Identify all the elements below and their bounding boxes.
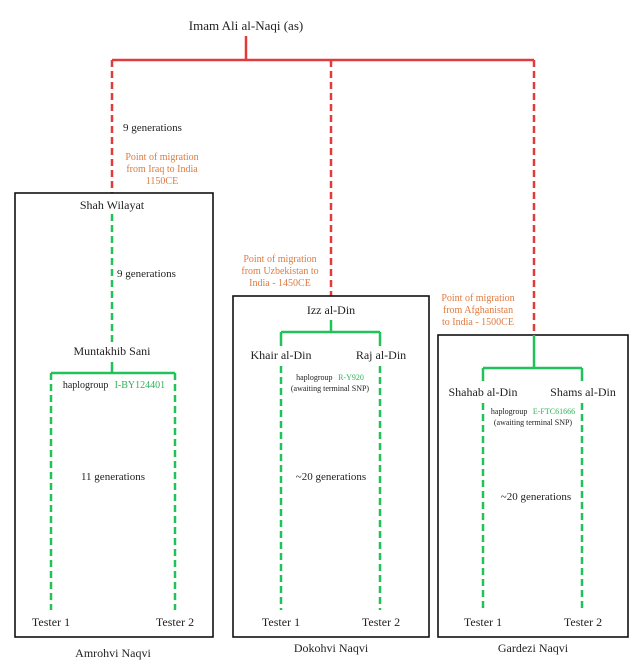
middle-migration-line3: India - 1450CE [249, 278, 311, 289]
middle-haplogroup-label: haplogroup [296, 373, 332, 382]
left-middle-generations: 9 generations [117, 268, 176, 280]
middle-tester2: Tester 2 [362, 615, 400, 629]
left-family-box [14, 192, 214, 638]
left-migration-line2: from Iraq to India [126, 164, 198, 175]
left-migration-line1: Point of migration [125, 152, 198, 163]
left-tester1: Tester 1 [32, 615, 70, 629]
middle-right-person: Raj al-Din [356, 348, 406, 362]
middle-top-person: Izz al-Din [307, 303, 355, 317]
right-left-person: Shahab al-Din [449, 385, 518, 399]
right-haplogroup-note: (awaiting terminal SNP) [494, 418, 573, 427]
middle-family-box [232, 295, 430, 638]
middle-migration-line2: from Uzbekistan to [241, 266, 318, 277]
left-haplogroup: haplogroup I-BY124401 [63, 380, 165, 391]
left-haplogroup-value: I-BY124401 [115, 380, 166, 391]
root-name: Imam Ali al-Naqi (as) [189, 18, 303, 33]
left-lower-generations: 11 generations [81, 471, 145, 483]
middle-migration-line1: Point of migration [243, 254, 316, 265]
middle-left-person: Khair al-Din [251, 348, 312, 362]
left-top-person: Shah Wilayat [80, 198, 145, 212]
left-family-name: Amrohvi Naqvi [75, 646, 151, 660]
right-migration-line3: to India - 1500CE [442, 317, 514, 328]
middle-tester1: Tester 1 [262, 615, 300, 629]
right-generations: ~20 generations [501, 491, 571, 503]
left-tester2: Tester 2 [156, 615, 194, 629]
right-haplogroup: haplogroup E-FTC61666 [491, 407, 575, 416]
right-tester2: Tester 2 [564, 615, 602, 629]
right-family-name: Gardezi Naqvi [498, 641, 569, 655]
right-tester1: Tester 1 [464, 615, 502, 629]
right-haplogroup-label: haplogroup [491, 407, 527, 416]
middle-haplogroup-value: R-Y920 [338, 373, 364, 382]
right-migration-line1: Point of migration [441, 293, 514, 304]
left-haplogroup-label: haplogroup [63, 380, 109, 391]
middle-family-name: Dokohvi Naqvi [294, 641, 369, 655]
left-middle-person: Muntakhib Sani [74, 344, 152, 358]
right-family-box [437, 334, 629, 638]
middle-haplogroup-note: (awaiting terminal SNP) [291, 384, 370, 393]
middle-haplogroup: haplogroup R-Y920 [296, 373, 364, 382]
right-haplogroup-value: E-FTC61666 [533, 407, 575, 416]
left-migration-line3: 1150CE [146, 176, 178, 187]
middle-generations: ~20 generations [296, 471, 366, 483]
right-migration-line2: from Afghanistan [443, 305, 513, 316]
left-generations-to-root: 9 generations [123, 122, 182, 134]
right-right-person: Shams al-Din [550, 385, 616, 399]
